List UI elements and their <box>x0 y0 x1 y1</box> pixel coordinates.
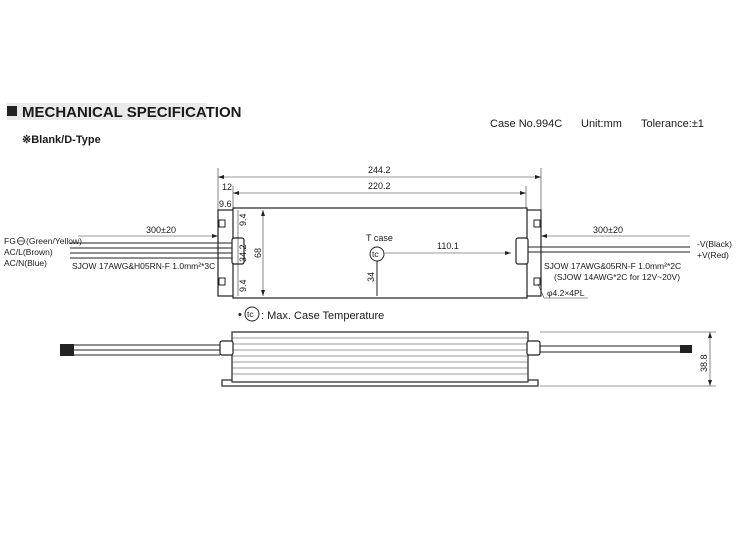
dim-wire-right: 300±20 <box>593 225 623 235</box>
cable-spec-right-2: (SJOW 14AWG*2C for 12V~20V) <box>554 272 680 282</box>
dim-wire-left: 300±20 <box>146 225 176 235</box>
dim-110-1: 110.1 <box>437 241 459 251</box>
arrow-body-left <box>233 191 239 195</box>
arrow-body-right <box>520 191 526 195</box>
acl-label: AC/L(Brown) <box>4 247 53 257</box>
mount-slot-2 <box>218 277 226 286</box>
case-number: Case No.994C <box>490 118 562 130</box>
legend-bullet: • <box>238 309 242 321</box>
dim-overall-length: 244.2 <box>368 165 391 175</box>
dim-9-4-top: 9.4 <box>238 213 248 226</box>
holes-label: φ4.2×4PL <box>547 288 585 298</box>
dim-height: 38.8 <box>699 354 709 372</box>
side-gland-right <box>526 340 541 356</box>
cable-spec-left: SJOW 17AWG&H05RN-F 1.0mm²*3C <box>72 261 215 271</box>
cable-gland-right <box>515 237 529 265</box>
unit-label: Unit:mm <box>581 118 622 130</box>
arrow-68-top <box>261 210 265 216</box>
side-wire-left-tip <box>60 344 74 356</box>
arrow-height-bottom <box>708 380 712 386</box>
arrow-68-bottom <box>261 290 265 296</box>
mount-slot-4 <box>533 277 541 286</box>
dim-9-6: 9.6 <box>219 199 232 209</box>
arrow-110-1 <box>505 251 511 255</box>
side-gland-left <box>219 340 234 356</box>
dim-12: 12 <box>222 182 232 192</box>
mount-slot-1 <box>218 219 226 228</box>
legend-tc-symbol: tc <box>247 309 254 319</box>
arrow-height-top <box>708 332 712 338</box>
tcase-label: T case <box>366 233 393 243</box>
dim-34-2: 34.2 <box>238 244 248 262</box>
type-subtitle: ※Blank/D-Type <box>22 134 101 146</box>
vplus-label: +V(Red) <box>697 250 729 260</box>
legend-text: : Max. Case Temperature <box>261 310 384 322</box>
tolerance-label: Tolerance:±1 <box>641 118 704 130</box>
fg-label: FG <box>4 236 16 246</box>
side-wire-right-tip <box>680 345 692 353</box>
arrow-wire-left <box>212 234 218 238</box>
legend-tc-icon <box>244 306 260 322</box>
dim-9-4-bottom: 9.4 <box>238 279 248 292</box>
acn-label: AC/N(Blue) <box>4 258 47 268</box>
vminus-label: -V(Black) <box>697 239 732 249</box>
dim-body-length: 220.2 <box>368 181 391 191</box>
arrow-overall-right <box>535 175 541 179</box>
casing-side-view <box>231 331 529 383</box>
header-square-icon-front <box>7 106 17 116</box>
section-title: MECHANICAL SPECIFICATION <box>22 104 241 121</box>
arrow-overall-left <box>218 175 224 179</box>
dim-68: 68 <box>253 248 263 258</box>
dim-34: 34 <box>366 272 376 282</box>
cable-spec-right-1: SJOW 17AWG&05RN-F 1.0mm²*2C <box>544 261 681 271</box>
tc-point-symbol: tc <box>372 249 379 259</box>
holes-leader <box>537 283 545 299</box>
arrow-wire-right <box>541 234 547 238</box>
side-fins <box>232 337 528 375</box>
header-band <box>7 103 207 120</box>
mount-slot-3 <box>533 219 541 228</box>
fg-color-label: (Green/Yellow) <box>26 236 82 246</box>
